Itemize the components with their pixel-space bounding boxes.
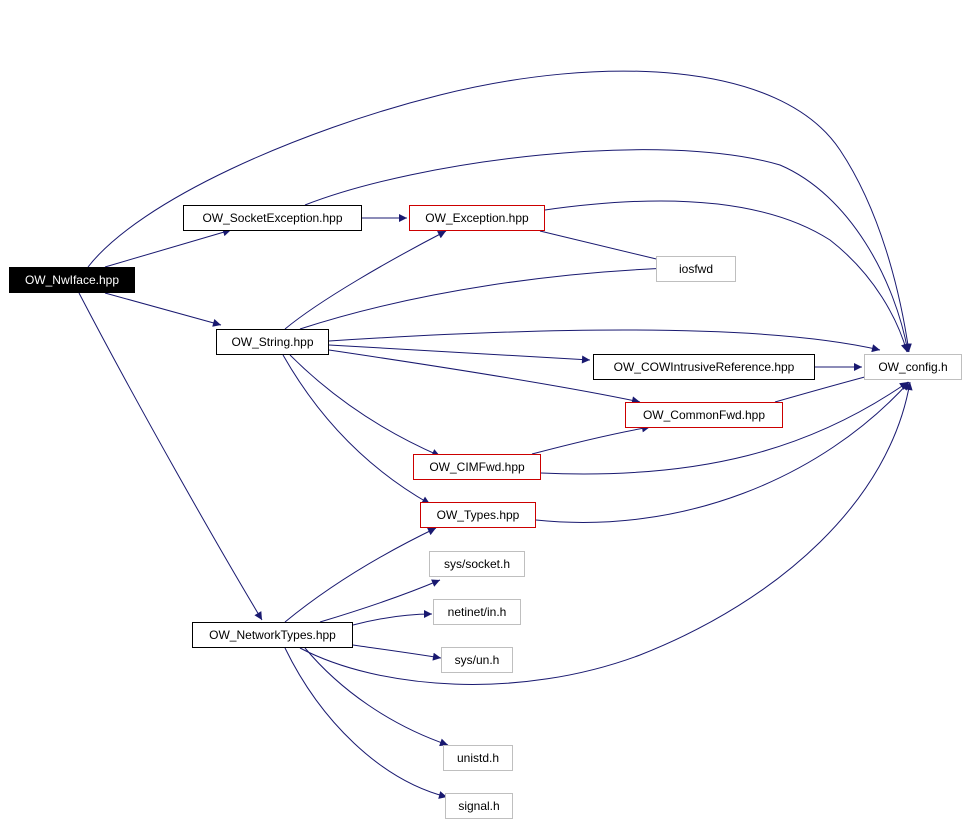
edge-networktypes-to-unistd (304, 647, 449, 747)
node-networktypes[interactable]: OW_NetworkTypes.hpp (192, 622, 353, 648)
node-nwiface[interactable]: OW_NwIface.hpp (9, 267, 135, 293)
edge-string-to-cimfwd (289, 354, 441, 457)
edge-string-to-types (282, 354, 431, 505)
node-exception[interactable]: OW_Exception.hpp (409, 205, 545, 231)
node-label: OW_NetworkTypes.hpp (209, 628, 336, 642)
edge-socketexc-to-config (304, 149, 911, 353)
edge-networktypes-to-config (299, 381, 913, 685)
node-label: OW_NwIface.hpp (24, 273, 120, 287)
node-label: OW_Exception.hpp (425, 211, 529, 225)
node-label: sys/un.h (454, 653, 500, 667)
edge-string-to-iosfwd (299, 264, 673, 330)
node-label: OW_String.hpp (231, 335, 314, 349)
edge-cimfwd-to-commonfwd (531, 424, 651, 455)
edge-string-to-config (328, 329, 881, 353)
edge-exception-to-config (544, 200, 909, 353)
edge-networktypes-to-netinet (352, 610, 433, 626)
node-label: OW_config.h (878, 360, 948, 374)
node-label: iosfwd (678, 262, 713, 276)
node-label: OW_COWIntrusiveReference.hpp (613, 360, 795, 374)
node-label: OW_SocketException.hpp (202, 211, 343, 225)
node-label: OW_CIMFwd.hpp (429, 460, 525, 474)
edge-networktypes-to-sysun (352, 644, 442, 661)
node-unistd[interactable]: unistd.h (443, 745, 513, 771)
edge-nwiface-to-string (104, 292, 222, 327)
node-types[interactable]: OW_Types.hpp (420, 502, 536, 528)
node-label: OW_Types.hpp (436, 508, 520, 522)
node-cowref[interactable]: OW_COWIntrusiveReference.hpp (593, 354, 815, 380)
node-label: netinet/in.h (447, 605, 507, 619)
node-label: signal.h (458, 799, 500, 813)
node-socketexc[interactable]: OW_SocketException.hpp (183, 205, 362, 231)
edge-string-to-exception (284, 230, 447, 330)
node-iosfwd[interactable]: iosfwd (656, 256, 736, 282)
edge-nwiface-to-networktypes (78, 292, 263, 621)
node-syssocket[interactable]: sys/socket.h (429, 551, 525, 577)
node-sysun[interactable]: sys/un.h (441, 647, 513, 673)
edge-string-to-cowref (328, 344, 591, 364)
edge-nwiface-to-config (87, 70, 912, 353)
node-signal[interactable]: signal.h (445, 793, 513, 819)
node-cimfwd[interactable]: OW_CIMFwd.hpp (413, 454, 541, 480)
node-config[interactable]: OW_config.h (864, 354, 962, 380)
edge-exception-to-iosfwd (539, 230, 674, 266)
node-string[interactable]: OW_String.hpp (216, 329, 329, 355)
edge-string-to-commonfwd (328, 349, 641, 405)
node-label: OW_CommonFwd.hpp (642, 408, 766, 422)
edge-types-to-config (535, 381, 910, 523)
node-label: sys/socket.h (443, 557, 511, 571)
edge-nwiface-to-socketexc (104, 228, 232, 268)
node-label: unistd.h (456, 751, 500, 765)
edge-networktypes-to-types (284, 527, 437, 623)
node-netinet[interactable]: netinet/in.h (433, 599, 521, 625)
edge-networktypes-to-syssocket (319, 579, 441, 623)
edge-networktypes-to-signal (284, 647, 448, 799)
node-commonfwd[interactable]: OW_CommonFwd.hpp (625, 402, 783, 428)
edge-cimfwd-to-config (540, 381, 909, 475)
